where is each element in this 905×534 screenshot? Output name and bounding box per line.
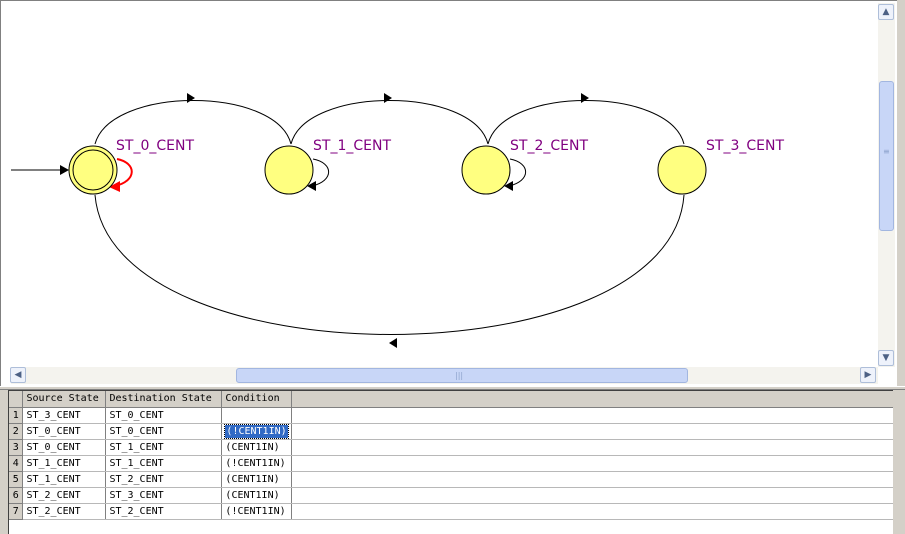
state-diagram[interactable]: ST_0_CENT ST_1_CENT ST_2_CENT ST_3_CENT: [1, 1, 878, 367]
source-state-cell[interactable]: ST_0_CENT: [22, 439, 107, 456]
destination-state-cell[interactable]: ST_1_CENT: [105, 455, 223, 472]
self-loop-st2-arrowhead: [504, 181, 513, 191]
grip-icon: ≡: [883, 147, 890, 156]
condition-cell[interactable]: (!CENT1IN): [221, 503, 292, 520]
table-row[interactable]: 1 ST_3_CENT ST_0_CENT: [9, 407, 893, 424]
transition-st2-to-st3-arrowhead: [581, 93, 589, 103]
destination-state-cell[interactable]: ST_0_CENT: [105, 407, 223, 424]
destination-state-cell[interactable]: ST_0_CENT: [105, 423, 223, 440]
row-number[interactable]: 6: [9, 487, 24, 504]
table-corner[interactable]: [9, 391, 24, 408]
condition-cell-selected[interactable]: (!CENT1IN): [221, 423, 292, 440]
row-number[interactable]: 5: [9, 471, 24, 488]
condition-cell[interactable]: [221, 407, 292, 424]
state-st3-cent[interactable]: ST_3_CENT: [657, 138, 784, 195]
source-state-cell[interactable]: ST_3_CENT: [22, 407, 107, 424]
transition-st1-to-st2-arrowhead: [384, 93, 392, 103]
column-header-condition[interactable]: Condition: [221, 391, 292, 408]
table-row[interactable]: 4 ST_1_CENT ST_1_CENT (!CENT1IN): [9, 455, 893, 472]
state-label: ST_0_CENT: [116, 138, 194, 154]
self-loop-st0-arrowhead: [109, 181, 120, 192]
vertical-scrollbar-thumb[interactable]: ≡: [879, 81, 894, 231]
transition-st2-to-st3[interactable]: [487, 100, 685, 145]
table-row[interactable]: 5 ST_1_CENT ST_2_CENT (CENT1IN): [9, 471, 893, 488]
source-state-cell[interactable]: ST_0_CENT: [22, 423, 107, 440]
transition-table-panel: Source State Destination State Condition…: [8, 390, 893, 534]
grip-icon: |||: [455, 371, 464, 380]
row-number[interactable]: 4: [9, 455, 24, 472]
self-loop-st2[interactable]: [508, 158, 527, 187]
row-number[interactable]: 7: [9, 503, 24, 520]
table-row[interactable]: 6 ST_2_CENT ST_3_CENT (CENT1IN): [9, 487, 893, 504]
transition-table: Source State Destination State Condition…: [9, 391, 893, 520]
initial-entry-arrowhead: [60, 165, 69, 175]
state-label: ST_1_CENT: [313, 138, 391, 154]
row-number[interactable]: 3: [9, 439, 24, 456]
source-state-cell[interactable]: ST_2_CENT: [22, 503, 107, 520]
table-header-row: Source State Destination State Condition: [9, 391, 893, 408]
table-row[interactable]: 7 ST_2_CENT ST_2_CENT (!CENT1IN): [9, 503, 893, 520]
arrow-right-icon[interactable]: ▶: [860, 367, 876, 383]
arrow-down-icon[interactable]: ▼: [878, 350, 894, 366]
column-header-source-state[interactable]: Source State: [22, 391, 107, 408]
transition-st3-to-st0[interactable]: [94, 194, 685, 335]
column-header-filler: [291, 391, 893, 408]
destination-state-cell[interactable]: ST_2_CENT: [105, 471, 223, 488]
source-state-cell[interactable]: ST_2_CENT: [22, 487, 107, 504]
transition-st3-to-st0-arrowhead: [389, 338, 397, 348]
self-loop-st0-selected[interactable]: [114, 158, 133, 187]
condition-cell[interactable]: (CENT1IN): [221, 471, 292, 488]
table-row[interactable]: 3 ST_0_CENT ST_1_CENT (CENT1IN): [9, 439, 893, 456]
state-st2-cent[interactable]: ST_2_CENT: [461, 138, 588, 195]
source-state-cell[interactable]: ST_1_CENT: [22, 471, 107, 488]
arrow-left-icon[interactable]: ◀: [10, 367, 26, 383]
self-loop-st1-arrowhead: [307, 181, 316, 191]
column-header-destination-state[interactable]: Destination State: [105, 391, 223, 408]
table-row[interactable]: 2 ST_0_CENT ST_0_CENT (!CENT1IN): [9, 423, 893, 440]
pane-splitter[interactable]: [0, 386, 905, 390]
state-label: ST_3_CENT: [706, 138, 784, 154]
source-state-cell[interactable]: ST_1_CENT: [22, 455, 107, 472]
condition-cell[interactable]: (!CENT1IN): [221, 455, 292, 472]
state-label: ST_2_CENT: [510, 138, 588, 154]
condition-cell-text[interactable]: (!CENT1IN): [224, 423, 289, 438]
arrow-up-icon[interactable]: ▲: [878, 4, 894, 20]
destination-state-cell[interactable]: ST_3_CENT: [105, 487, 223, 504]
transition-st1-to-st2[interactable]: [290, 100, 489, 145]
horizontal-scrollbar-thumb[interactable]: |||: [236, 368, 688, 383]
destination-state-cell[interactable]: ST_1_CENT: [105, 439, 223, 456]
row-number[interactable]: 1: [9, 407, 24, 424]
transition-st0-to-st1-arrowhead: [187, 93, 195, 103]
self-loop-st1[interactable]: [311, 158, 330, 187]
transition-st0-to-st1[interactable]: [94, 100, 292, 145]
destination-state-cell[interactable]: ST_2_CENT: [105, 503, 223, 520]
state-st1-cent[interactable]: ST_1_CENT: [264, 138, 391, 195]
row-number[interactable]: 2: [9, 423, 24, 440]
condition-cell[interactable]: (CENT1IN): [221, 487, 292, 504]
state-diagram-canvas[interactable]: ST_0_CENT ST_1_CENT ST_2_CENT ST_3_CENT …: [0, 0, 897, 386]
condition-cell[interactable]: (CENT1IN): [221, 439, 292, 456]
state-st0-cent[interactable]: ST_0_CENT: [68, 138, 194, 195]
